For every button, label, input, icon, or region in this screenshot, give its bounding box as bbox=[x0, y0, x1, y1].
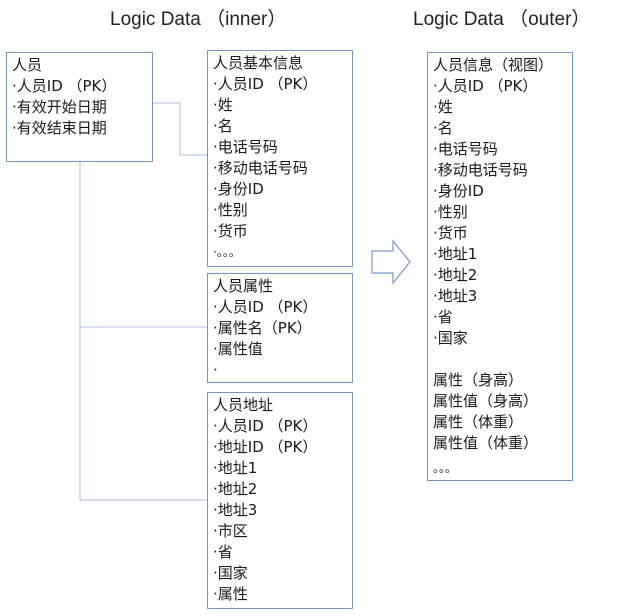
attribute-field: ·属性值 bbox=[213, 340, 263, 358]
view-field: ·货币 bbox=[433, 224, 468, 242]
view-attribute-field: 属性（体重） bbox=[433, 413, 524, 431]
address-entity-box: 人员地址 ·人员ID （PK） ·地址ID （PK） ·地址1 ·地址2 ·地址… bbox=[207, 392, 353, 609]
outer-heading: Logic Data （outer） bbox=[413, 9, 591, 30]
view-field: ·地址1 bbox=[433, 245, 478, 263]
view-field: ·地址2 bbox=[433, 266, 478, 284]
view-field: ·身份ID bbox=[433, 182, 484, 200]
attribute-box-title: 人员属性 bbox=[213, 277, 274, 295]
address-field: ·地址ID （PK） bbox=[213, 438, 318, 456]
view-field: ·姓 bbox=[433, 98, 453, 116]
person-field: ·有效结束日期 bbox=[12, 119, 107, 137]
basic-info-field: ·人员ID （PK） bbox=[213, 75, 318, 93]
basic-info-box-title: 人员基本信息 bbox=[213, 54, 304, 72]
inner-heading: Logic Data （inner） bbox=[110, 9, 287, 30]
person-entity-box: 人员 ·人员ID （PK） ·有效开始日期 ·有效结束日期 bbox=[6, 52, 153, 162]
basic-info-field: ·移动电话号码 bbox=[213, 159, 308, 177]
basic-info-field: ·姓 bbox=[213, 96, 233, 114]
basic-info-field: ·性别 bbox=[213, 201, 248, 219]
basic-info-field: ·电话号码 bbox=[213, 138, 278, 156]
view-attribute-field: 属性值（身高） bbox=[433, 392, 539, 410]
attribute-field: ·属性名（PK） bbox=[213, 319, 312, 337]
view-field: ·国家 bbox=[433, 329, 468, 347]
view-attribute-field: 属性值（体重） bbox=[433, 434, 539, 452]
view-field: ·性别 bbox=[433, 203, 468, 221]
view-field: ·电话号码 bbox=[433, 140, 498, 158]
basic-info-field: ·货币 bbox=[213, 222, 248, 240]
person-box-title: 人员 bbox=[12, 56, 43, 74]
view-entity-box: 人员信息（视图） ·人员ID （PK） ·姓 ·名 ·电话号码 ·移动电话号码 … bbox=[427, 52, 573, 481]
attribute-field: ·人员ID （PK） bbox=[213, 298, 318, 316]
address-field: ·省 bbox=[213, 543, 233, 561]
attribute-entity-box: 人员属性 ·人员ID （PK） ·属性名（PK） ·属性值 · bbox=[207, 273, 353, 383]
basic-info-field: ·名 bbox=[213, 117, 233, 135]
view-box-title: 人员信息（视图） bbox=[433, 56, 554, 74]
attribute-field: · bbox=[213, 361, 218, 379]
basic-info-field-ellipsis: ·。。。 bbox=[213, 245, 241, 259]
address-field: ·地址2 bbox=[213, 480, 258, 498]
view-ellipsis: 。。。 bbox=[433, 461, 458, 475]
address-field: ·地址1 bbox=[213, 459, 258, 477]
view-attribute-field: 属性（身高） bbox=[433, 371, 524, 389]
right-arrow-icon bbox=[371, 239, 411, 285]
address-field: ·属性 bbox=[213, 585, 248, 603]
view-field: ·移动电话号码 bbox=[433, 161, 528, 179]
address-field: ·市区 bbox=[213, 522, 248, 540]
view-field: ·名 bbox=[433, 119, 453, 137]
address-box-title: 人员地址 bbox=[213, 396, 274, 414]
person-field: ·人员ID （PK） bbox=[12, 77, 117, 95]
view-field: ·人员ID （PK） bbox=[433, 77, 538, 95]
view-section-gap bbox=[433, 349, 567, 370]
person-field: ·有效开始日期 bbox=[12, 98, 107, 116]
basic-info-entity-box: 人员基本信息 ·人员ID （PK） ·姓 ·名 ·电话号码 ·移动电话号码 ·身… bbox=[207, 50, 353, 267]
connector-person-to-basic-info bbox=[152, 102, 207, 156]
view-field: ·地址3 bbox=[433, 287, 478, 305]
view-field: ·省 bbox=[433, 308, 453, 326]
address-field: ·国家 bbox=[213, 564, 248, 582]
basic-info-field: ·身份ID bbox=[213, 180, 264, 198]
address-field: ·地址3 bbox=[213, 501, 258, 519]
address-field: ·人员ID （PK） bbox=[213, 417, 318, 435]
